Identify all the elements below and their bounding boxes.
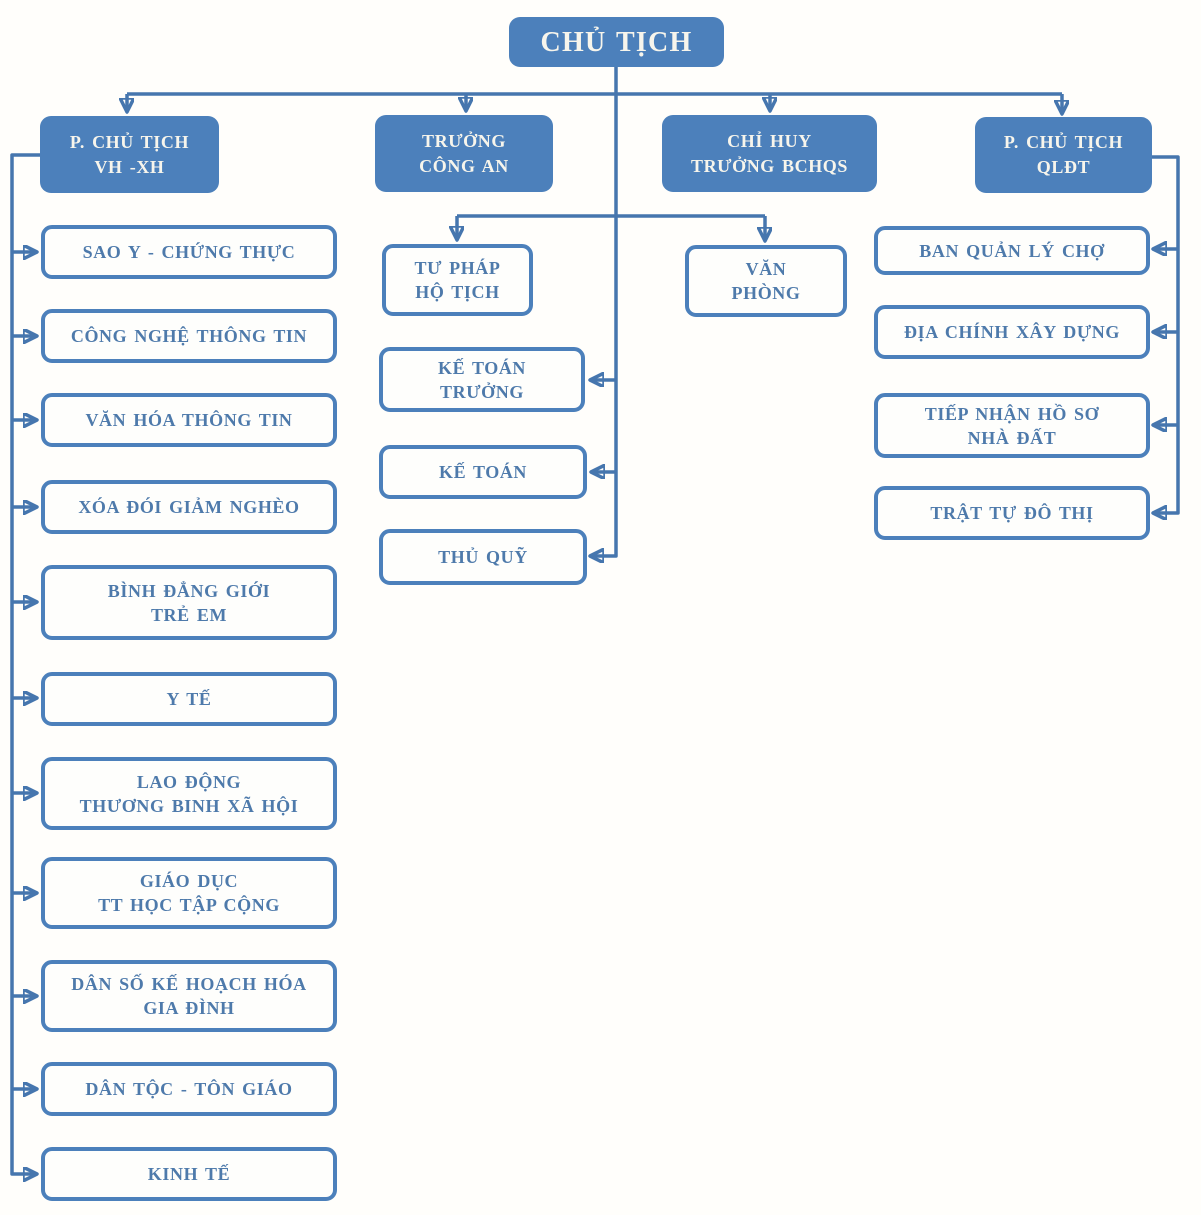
node-label-line: TƯ PHÁP bbox=[414, 258, 501, 278]
node-ban-quan-ly-cho: BAN QUẢN LÝ CHỢ bbox=[874, 226, 1150, 275]
node-label-line: GIÁO DỤC bbox=[139, 871, 239, 891]
node-ke-toan-truong: KẾ TOÁN TRƯỞNG bbox=[379, 347, 585, 412]
node-label-line: LAO ĐỘNG bbox=[136, 771, 242, 792]
node-label-line: THỦ QUỸ bbox=[438, 547, 528, 567]
node-trat-tu-do-thi: TRẬT TỰ ĐÔ THỊ bbox=[874, 486, 1150, 540]
node-label-line: CÔNG AN bbox=[419, 155, 509, 176]
node-ke-toan: KẾ TOÁN bbox=[379, 445, 587, 499]
node-label-line: P. CHỦ TỊCH bbox=[69, 131, 190, 152]
node-label-line: TRƯỞNG bbox=[422, 130, 506, 151]
node-label-line: P. CHỦ TỊCH bbox=[1003, 132, 1124, 152]
node-label-line: TIẾP NHẬN HỒ SƠ bbox=[924, 403, 1100, 424]
node-giao-duc-tt-hoc-tap-cong: GIÁO DỤC TT HỌC TẬP CỘNG bbox=[41, 857, 337, 929]
node-label-line: VĂN bbox=[745, 259, 787, 279]
node-thu-quy: THỦ QUỸ bbox=[379, 529, 587, 585]
node-label-line: TRẺ EM bbox=[150, 604, 228, 625]
node-xoa-doi-giam-ngheo: XÓA ĐÓI GIẢM NGHÈO bbox=[41, 480, 337, 534]
node-label-line: TRƯỞNG bbox=[440, 381, 524, 402]
node-dan-so-ke-hoach-hoa-gia-dinh: DÂN SỐ KẾ HOẠCH HÓA GIA ĐÌNH bbox=[41, 960, 337, 1032]
node-dan-toc-ton-giao: DÂN TỘC - TÔN GIÁO bbox=[41, 1062, 337, 1116]
node-label-line: THƯƠNG BINH XÃ HỘI bbox=[79, 795, 299, 816]
node-label-line: TRẬT TỰ ĐÔ THỊ bbox=[930, 503, 1094, 523]
node-label-line: TT HỌC TẬP CỘNG bbox=[98, 895, 280, 915]
node-tiep-nhan-ho-so-nha-dat: TIẾP NHẬN HỒ SƠ NHÀ ĐẤT bbox=[874, 393, 1150, 458]
node-label-line: TRƯỞNG BCHQS bbox=[690, 155, 849, 176]
node-van-phong: VĂN PHÒNG bbox=[685, 245, 847, 317]
node-label-line: KẾ TOÁN bbox=[437, 357, 527, 378]
node-dia-chinh-xay-dung: ĐỊA CHÍNH XÂY DỰNG bbox=[874, 305, 1150, 359]
node-chi-huy-truong-bchqs: CHỈ HUY TRƯỞNG BCHQS bbox=[662, 115, 877, 192]
node-p-chu-tich-qldt: P. CHỦ TỊCH QLĐT bbox=[975, 117, 1152, 193]
node-sao-y-chung-thuc: SAO Y - CHỨNG THỰC bbox=[41, 225, 337, 279]
node-binh-dang-gioi-tre-em: BÌNH ĐẲNG GIỚI TRẺ EM bbox=[41, 565, 337, 640]
node-label-line: NHÀ ĐẤT bbox=[967, 427, 1057, 448]
node-label-line: QLĐT bbox=[1036, 157, 1091, 177]
node-label-line: VĂN HÓA THÔNG TIN bbox=[85, 410, 293, 430]
node-label-line: DÂN SỐ KẾ HOẠCH HÓA bbox=[71, 974, 307, 994]
node-label-line: ĐỊA CHÍNH XÂY DỰNG bbox=[904, 322, 1120, 342]
node-y-te: Y TẾ bbox=[41, 672, 337, 726]
node-label-line: CHỈ HUY bbox=[727, 130, 812, 151]
connector-right-rail bbox=[1152, 155, 1180, 513]
node-label-line: HỘ TỊCH bbox=[415, 282, 500, 302]
node-label-line: Y TẾ bbox=[166, 689, 212, 709]
node-chu-tich: CHỦ TỊCH bbox=[509, 17, 724, 67]
node-chu-tich-label: CHỦ TỊCH bbox=[540, 26, 693, 58]
node-van-hoa-thong-tin: VĂN HÓA THÔNG TIN bbox=[41, 393, 337, 447]
node-label-line: BÌNH ĐẲNG GIỚI bbox=[107, 580, 271, 601]
node-label-line: CÔNG NGHỆ THÔNG TIN bbox=[70, 326, 308, 346]
node-tu-phap-ho-tich: TƯ PHÁP HỘ TỊCH bbox=[382, 244, 533, 316]
node-label-line: PHÒNG bbox=[731, 283, 801, 303]
node-kinh-te: KINH TẾ bbox=[41, 1147, 337, 1201]
node-p-chu-tich-vh-xh: P. CHỦ TỊCH VH -XH bbox=[40, 116, 219, 193]
connector-left-rail bbox=[10, 153, 40, 1174]
node-label-line: BAN QUẢN LÝ CHỢ bbox=[919, 240, 1105, 261]
node-label-line: GIA ĐÌNH bbox=[143, 998, 235, 1018]
node-label-line: XÓA ĐÓI GIẢM NGHÈO bbox=[78, 497, 300, 517]
node-label-line: DÂN TỘC - TÔN GIÁO bbox=[85, 1079, 293, 1099]
connector-trunk-thu-quy bbox=[591, 67, 618, 556]
node-cong-nghe-thong-tin: CÔNG NGHỆ THÔNG TIN bbox=[41, 309, 337, 363]
node-label-line: KINH TẾ bbox=[147, 1164, 231, 1184]
node-label-line: KẾ TOÁN bbox=[438, 462, 528, 482]
node-truong-cong-an: TRƯỞNG CÔNG AN bbox=[375, 115, 553, 192]
node-label-line: VH -XH bbox=[94, 156, 165, 177]
node-lao-dong-thuong-binh-xa-hoi: LAO ĐỘNG THƯƠNG BINH XÃ HỘI bbox=[41, 757, 337, 830]
node-label-line: SAO Y - CHỨNG THỰC bbox=[82, 242, 296, 262]
